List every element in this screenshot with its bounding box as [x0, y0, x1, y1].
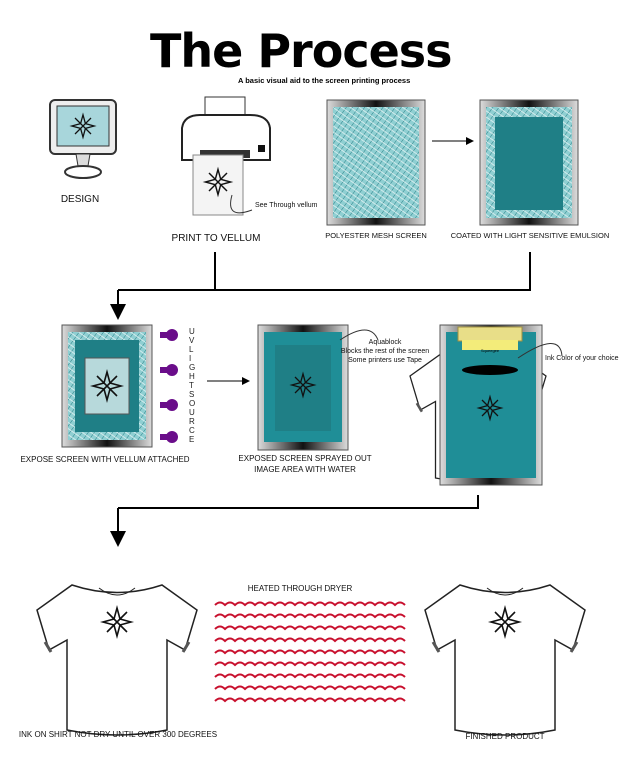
heat-wave-line — [214, 637, 406, 643]
page-subtitle: A basic visual aid to the screen printin… — [238, 76, 411, 85]
label-ink: Ink Color of your choice — [545, 355, 619, 362]
label-coated: COATED WITH LIGHT SENSITIVE EMULSION — [450, 231, 610, 240]
sprayed-screen-icon — [257, 324, 379, 451]
page-title: The Process — [150, 24, 453, 78]
uv-letter: T — [189, 381, 194, 390]
exposure-screen-icon — [61, 324, 153, 448]
uv-letter: V — [189, 336, 195, 345]
label-vellum-note: See Through vellum — [255, 202, 318, 209]
uv-letter: G — [189, 363, 196, 372]
uv-letter: U — [189, 408, 195, 417]
label-aquablock-1: Aquablock — [368, 339, 402, 346]
uv-letter: I — [189, 354, 192, 363]
heat-wave-line — [214, 673, 406, 679]
label-sprayed-2: IMAGE AREA WITH WATER — [254, 465, 356, 474]
finished-shirt-icon — [423, 583, 587, 737]
uv-letter: R — [189, 417, 195, 426]
heat-wave-line — [214, 613, 406, 619]
label-design: DESIGN — [60, 194, 100, 205]
uv-letter: U — [189, 327, 195, 336]
monitor-icon — [49, 99, 117, 179]
label-heated: HEATED THROUGH DRYER — [247, 584, 353, 593]
uv-letter: L — [189, 345, 194, 354]
heat-waves-icon — [214, 601, 406, 703]
uv-letter: S — [189, 390, 195, 399]
label-ink-shirt: INK ON SHIRT NOT DRY UNTIL OVER 300 DEGR… — [18, 730, 218, 739]
label-squeegee: Squeegee — [480, 348, 500, 353]
label-expose: EXPOSE SCREEN WITH VELLUM ATTACHED — [20, 455, 190, 464]
uv-letter: H — [189, 372, 195, 381]
heat-wave-line — [214, 685, 406, 691]
label-print: PRINT TO VELLUM — [171, 233, 261, 244]
uv-letter: C — [189, 426, 195, 435]
heat-wave-line — [214, 601, 406, 607]
wet-ink-shirt-icon — [35, 583, 199, 737]
label-mesh: POLYESTER MESH SCREEN — [325, 231, 427, 240]
printer-icon — [181, 96, 271, 216]
heat-wave-line — [214, 661, 406, 667]
heat-wave-line — [214, 625, 406, 631]
label-sprayed-1: EXPOSED SCREEN SPRAYED OUT — [238, 454, 372, 463]
label-aquablock-3: Some printers use Tape — [348, 357, 422, 364]
mesh-screen-icon — [326, 99, 426, 226]
coated-screen-icon — [479, 99, 579, 226]
heat-wave-line — [214, 649, 406, 655]
label-aquablock-2: Blocks the rest of the screen — [340, 348, 430, 355]
label-finished: FINISHED PRODUCT — [465, 732, 545, 741]
uv-letter: E — [189, 435, 195, 444]
uv-light-bulbs-icon — [160, 329, 178, 443]
press-shirt-icon — [408, 324, 563, 486]
heat-wave-line — [214, 697, 406, 703]
uv-letter: O — [189, 399, 196, 408]
